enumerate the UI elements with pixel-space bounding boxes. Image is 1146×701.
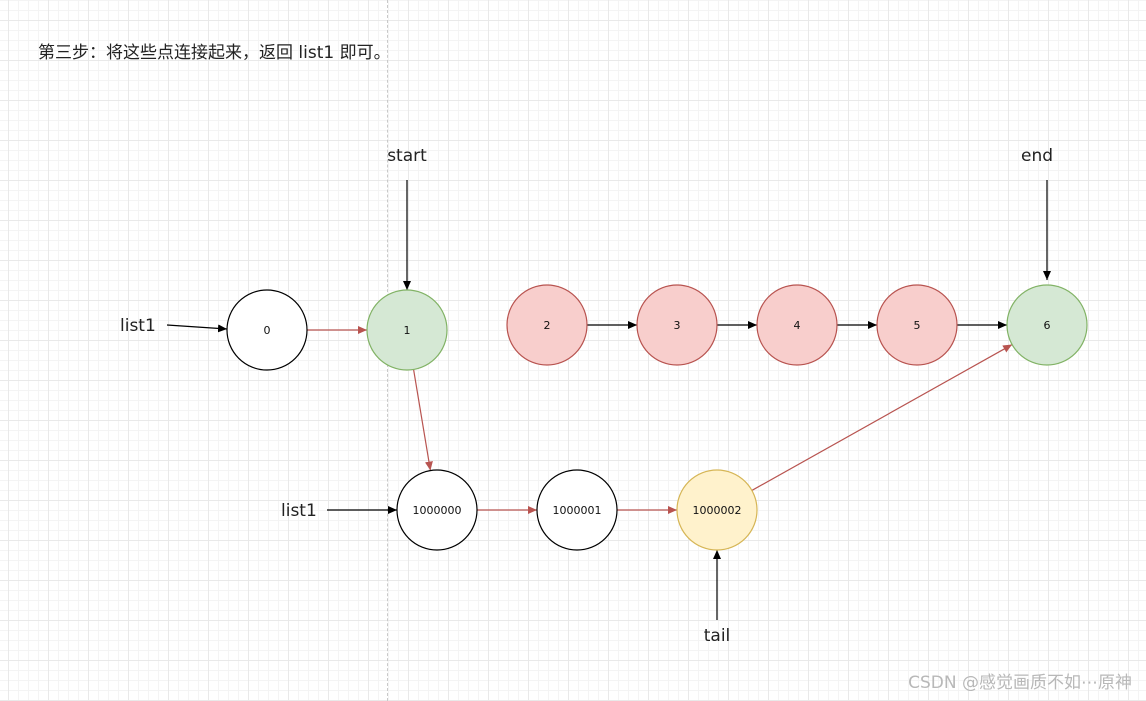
node-1000001: 1000001	[536, 469, 618, 551]
node-1000000-label: 1000000	[413, 504, 462, 517]
node-6-circle	[1006, 284, 1088, 366]
node-5: 5	[876, 284, 958, 366]
node-4: 4	[756, 284, 838, 366]
node-4-label: 4	[794, 319, 801, 332]
node-1000000-circle	[396, 469, 478, 551]
node-6: 6	[1006, 284, 1088, 366]
node-5-label: 5	[914, 319, 921, 332]
end-label: end	[1021, 146, 1053, 166]
edges-layer	[307, 321, 1013, 514]
node-6-label: 6	[1044, 319, 1051, 332]
list1-bottom-label: list1	[281, 501, 317, 521]
node-3: 3	[636, 284, 718, 366]
node-1000002-circle	[676, 469, 758, 551]
node-3-label: 3	[674, 319, 681, 332]
start-label: start	[387, 146, 427, 166]
node-1000001-label: 1000001	[553, 504, 602, 517]
node-1-label: 1	[404, 324, 411, 337]
node-1000000: 1000000	[396, 469, 478, 551]
tail-label: tail	[704, 626, 731, 646]
step-heading: 第三步：将这些点连接起来，返回 list1 即可。	[38, 43, 391, 63]
node-3-circle	[636, 284, 718, 366]
node-2: 2	[506, 284, 588, 366]
csdn-watermark: CSDN @感觉画质不如⋯原神	[908, 673, 1132, 693]
node-1000001-circle	[536, 469, 618, 551]
node-0: 0	[226, 289, 308, 371]
node-2-label: 2	[544, 319, 551, 332]
list1-top-pointer-arrow	[166, 324, 228, 333]
node-1-circle	[366, 289, 448, 371]
node-4-circle	[756, 284, 838, 366]
node-1000002-label: 1000002	[693, 504, 742, 517]
node-1: 1	[366, 289, 448, 371]
node-0-label: 0	[264, 324, 271, 337]
node-5-circle	[876, 284, 958, 366]
edge-1-to-1000000	[412, 369, 433, 471]
edge-1000002-to-6	[751, 344, 1013, 491]
list1-top-label: list1	[120, 316, 156, 336]
node-1000002: 1000002	[676, 469, 758, 551]
node-0-circle	[226, 289, 308, 371]
node-2-circle	[506, 284, 588, 366]
